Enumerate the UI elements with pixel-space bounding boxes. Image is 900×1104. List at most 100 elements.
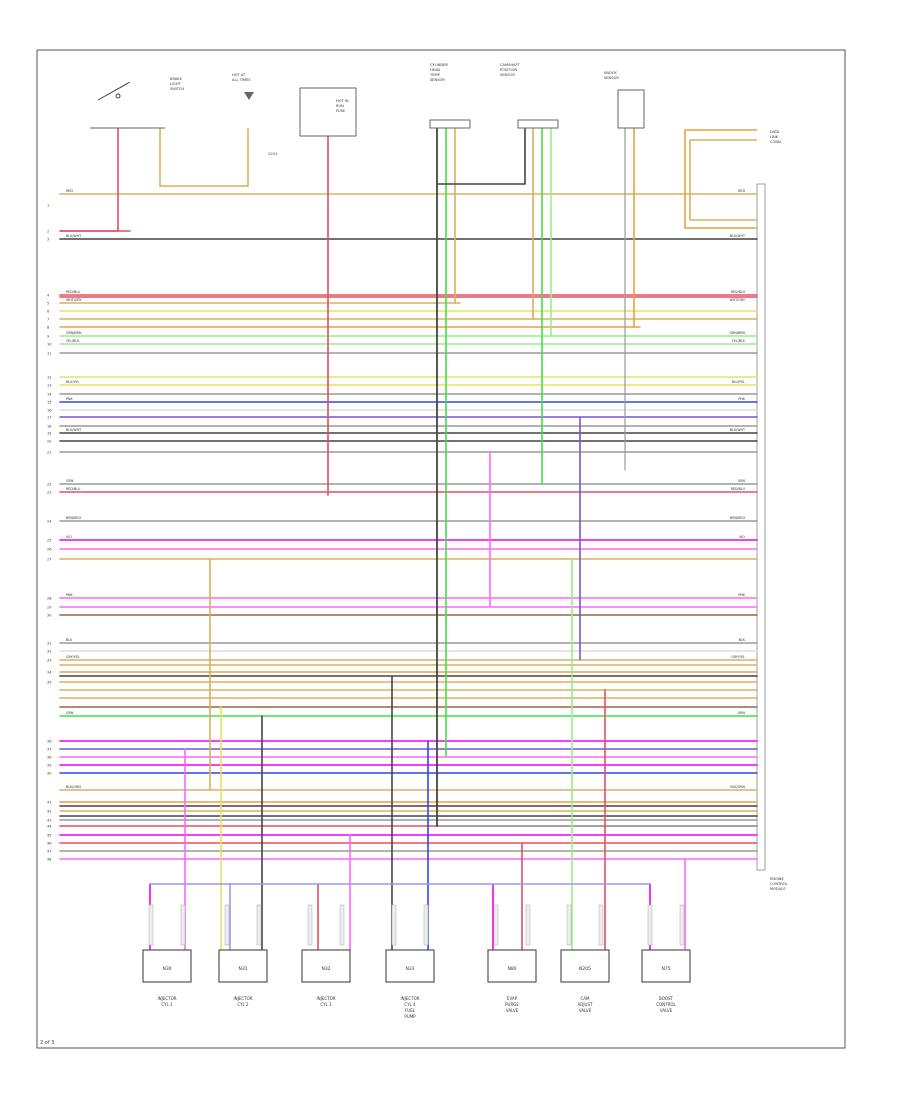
connector-pin — [679, 904, 685, 946]
wire-color-label: VIO — [739, 535, 745, 539]
component-label: LINK — [770, 135, 779, 139]
bottom-component-box — [385, 949, 435, 983]
left-pin-label: 28 — [47, 597, 51, 601]
component-label: HOT IN — [336, 99, 349, 103]
dlc-wire-orange — [684, 129, 757, 229]
bottom-component-label: FUEL — [405, 1008, 416, 1013]
diagram-frame — [36, 49, 846, 1049]
connector-pin — [148, 904, 154, 946]
left-pin-label: 36 — [47, 740, 51, 744]
left-pin-label: 47 — [47, 850, 51, 854]
bottom-component-box — [218, 949, 268, 983]
ecm-connector — [756, 183, 766, 871]
left-pin-label: 33 — [47, 659, 51, 663]
bottom-component-label: VALVE — [506, 1008, 519, 1013]
bottom-component-label: VALVE — [579, 1008, 592, 1013]
left-pin-label: 41 — [47, 801, 51, 805]
connector-pin — [256, 904, 262, 946]
wire-color-label: PNK — [738, 397, 745, 401]
left-pin-label: 9 — [47, 335, 49, 339]
wire-color-label: RED — [738, 189, 745, 193]
left-pin-label: 40 — [47, 772, 51, 776]
left-pin-label: 48 — [47, 858, 51, 862]
left-pin-label: 42 — [47, 810, 51, 814]
ecm-caption: ENGINE — [770, 877, 784, 881]
wire-color-label: BLK — [739, 638, 746, 642]
component-label: DATA — [770, 130, 780, 134]
component-label: TEMP — [429, 73, 441, 77]
wire-color-label: GRN — [738, 479, 746, 483]
bottom-component-code: N80 — [507, 966, 516, 972]
component-label: CAMSHAFT — [500, 63, 521, 67]
component-label: SWITCH — [170, 87, 184, 91]
wire-color-label: GRN — [66, 479, 74, 483]
bottom-component-label: EVAP — [507, 996, 518, 1001]
knock-connector — [617, 89, 645, 129]
ecm-caption: CONTROL — [770, 882, 788, 886]
component-label: ALL TIMES — [232, 78, 251, 82]
bottom-component-label: VALVE — [660, 1008, 673, 1013]
left-pin-label: 35 — [47, 681, 51, 685]
left-pin-label: 7 — [47, 318, 49, 322]
bottom-component-label: CYL 1 — [161, 1002, 173, 1007]
switch-contact — [97, 81, 131, 101]
component-label: HOT AT — [232, 73, 246, 77]
left-pin-label: 8 — [47, 326, 49, 330]
left-pin-label: 31 — [47, 642, 51, 646]
relay-box — [299, 87, 357, 137]
wire-color-label: BLU/YEL — [732, 380, 746, 384]
left-pin-label: 17 — [47, 416, 51, 420]
left-pin-label: 15 — [47, 401, 51, 405]
connector-pin — [391, 904, 397, 946]
bottom-component-label: CYL 3 — [320, 1002, 332, 1007]
left-pin-label: 11 — [47, 352, 51, 356]
bottom-component-box — [641, 949, 691, 983]
wire-color-label: YEL/BLK — [732, 339, 746, 343]
bottom-component-box — [560, 949, 610, 983]
bottom-component-label: INJECTOR — [400, 996, 419, 1001]
left-pin-label: 20 — [47, 440, 51, 444]
bottom-component-box — [301, 949, 351, 983]
left-pin-label: 22 — [47, 483, 51, 487]
wire-color-label: GRN — [66, 711, 74, 715]
bottom-component-code: N205 — [579, 966, 591, 972]
left-pin-label: 16 — [47, 409, 51, 413]
wire-color-label: WHT/GRY — [729, 298, 745, 302]
left-pin-label: 21 — [47, 451, 51, 455]
left-pin-label: 18 — [47, 425, 51, 429]
left-pin-label: 24 — [47, 520, 52, 524]
left-pin-label: 44 — [47, 825, 52, 829]
wire-color-label: YEL/BLK — [66, 339, 80, 343]
connector-pin — [180, 904, 186, 946]
wire-color-label: BLK/GRN — [730, 785, 745, 789]
fuse-arrow — [244, 92, 254, 100]
wire-color-label: GRY/YEL — [66, 655, 80, 659]
bottom-component-label: INJECTOR — [233, 996, 252, 1001]
bottom-component-code: N32 — [321, 966, 330, 972]
wire-color-label: GRY/YEL — [731, 655, 745, 659]
ecm-caption: MODULE — [770, 887, 786, 891]
left-pin-label: 29 — [47, 606, 51, 610]
left-pin-label: 12 — [47, 376, 51, 380]
component-label: SENSOR — [604, 76, 619, 80]
component-label: CONN — [770, 140, 781, 144]
label-group: 1234567891011121314151617181920212223242… — [47, 63, 788, 891]
bottom-component-label: PUMP — [404, 1014, 416, 1019]
left-pin-label: 43 — [47, 819, 51, 823]
wire-color-label: BLK/GRN — [66, 785, 81, 789]
bottom-component-code: N30 — [162, 966, 171, 972]
cam-connector — [517, 119, 559, 129]
left-pin-label: 27 — [47, 558, 51, 562]
connector-pin — [339, 904, 345, 946]
component-label: POSITION — [500, 68, 517, 72]
wire-color-label: BLK/WHT — [730, 428, 746, 432]
left-pin-label: 14 — [47, 393, 52, 397]
component-label: KNOCK — [604, 71, 617, 75]
component-label: SENSOR — [500, 73, 515, 77]
connector-pin — [493, 904, 499, 946]
wire-color-label: RED/BLU — [731, 290, 746, 294]
wire-color-label: BLK — [66, 638, 73, 642]
wire-color-label: VIO — [66, 535, 72, 539]
component-label: RUN — [336, 104, 344, 108]
